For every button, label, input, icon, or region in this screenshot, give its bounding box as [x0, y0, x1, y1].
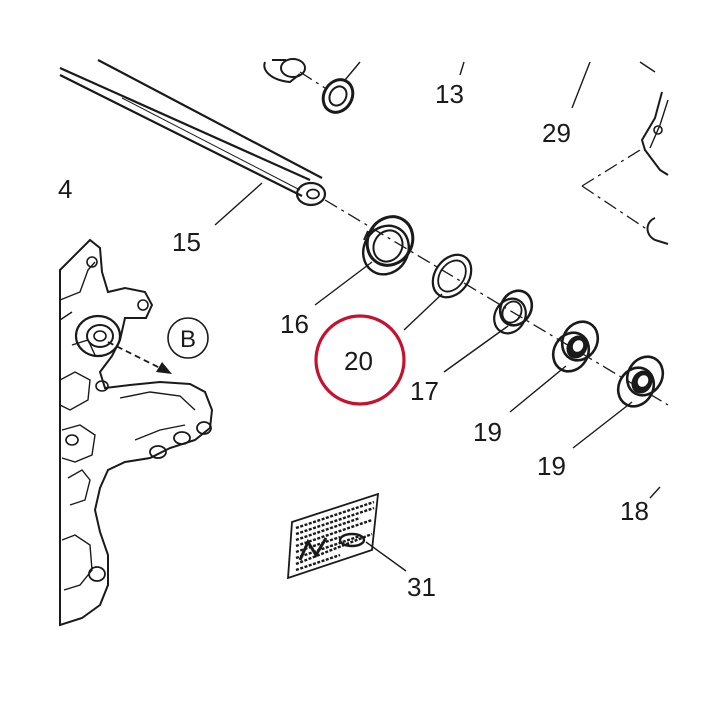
- leader-lines: [214, 61, 661, 572]
- callout-17: 17: [410, 376, 439, 406]
- shaft-part-15[interactable]: [59, 59, 327, 207]
- view-b-arrow: [107, 341, 172, 374]
- callout-19-first: 19: [473, 417, 502, 447]
- highlight-circle-20: [314, 314, 406, 406]
- callout-20: 20: [344, 346, 373, 376]
- top-partial-assembly: [263, 58, 361, 114]
- callout-16: 16: [280, 309, 309, 339]
- washer-part-20[interactable]: [425, 247, 479, 304]
- decal-part-31[interactable]: [287, 492, 380, 580]
- view-b-marker[interactable]: B: [167, 317, 209, 359]
- callout-31: 31: [407, 572, 436, 602]
- bushing-part-17[interactable]: [488, 285, 538, 339]
- view-b-label: B: [180, 326, 196, 353]
- seal-part-16[interactable]: [354, 208, 421, 282]
- bracket-part-29-partial: [581, 61, 669, 245]
- callout-18: 18: [620, 496, 649, 526]
- bearing-part-19-first[interactable]: [546, 315, 604, 378]
- callout-15: 15: [172, 227, 201, 257]
- callout-labels: 4 13 15 16 20 17 19 19 18 29 31: [58, 79, 649, 602]
- callout-19-second: 19: [537, 451, 566, 481]
- bearing-part-19-second[interactable]: [611, 350, 669, 413]
- frame-bracket: [59, 238, 214, 627]
- callout-13: 13: [435, 79, 464, 109]
- callout-4: 4: [58, 174, 72, 204]
- callout-29: 29: [542, 118, 571, 148]
- axis-centerline: [324, 199, 669, 406]
